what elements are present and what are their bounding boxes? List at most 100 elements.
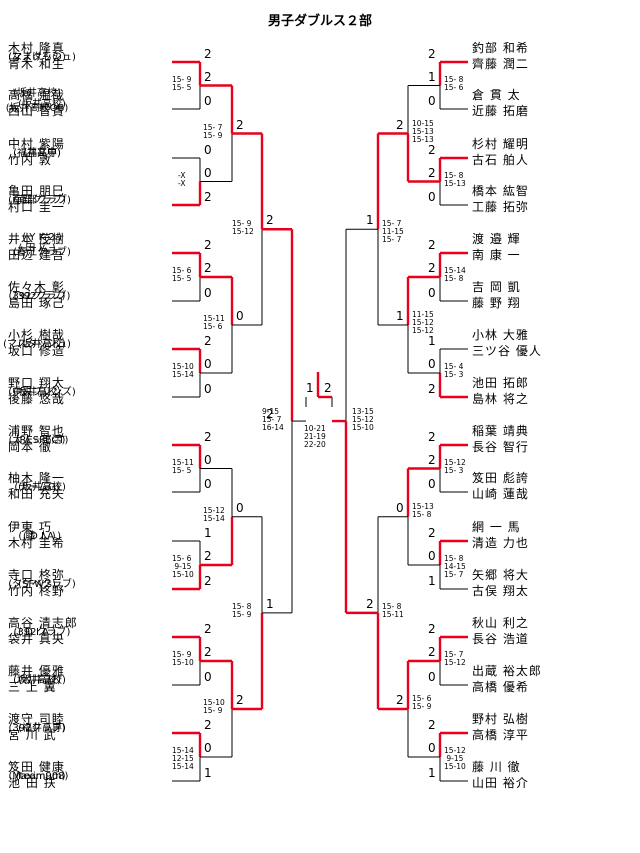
- left-team-player1: 藤井 優雅: [8, 664, 65, 678]
- score-r1: 0: [428, 94, 436, 108]
- left-team-player2: 竹内 柊野: [8, 584, 65, 598]
- right-team-player2: 山田 裕介: [472, 776, 529, 790]
- left-team-player2: 青木 和生: [8, 57, 65, 71]
- left-team-club: (SFW's): [18, 579, 56, 590]
- game-score-r3: 15- 7 11-15 15- 7: [382, 218, 404, 244]
- score-r2: 0: [428, 357, 436, 371]
- game-score-l1: 15-14 12-15 15-14: [172, 746, 194, 771]
- right-team-player1: 網 一 馬: [472, 520, 521, 534]
- right-team-player2: 長谷 浩道: [472, 632, 529, 646]
- left-team-player2: 池 田 扶: [8, 776, 57, 790]
- right-team-player2: 古石 舶人: [472, 153, 529, 167]
- game-score-r1: 15-14 15- 8: [444, 266, 466, 283]
- score-r1: 1: [204, 766, 212, 780]
- score-r2: 0: [204, 357, 212, 371]
- left-team-player2: 三 上 翼: [8, 680, 57, 694]
- score-r1: 0: [428, 477, 436, 491]
- left-team-club: (坂井高校): [13, 675, 61, 686]
- left-team-player2: 村口 圭一: [8, 200, 65, 214]
- final-score-right: 2: [324, 381, 332, 395]
- game-score-l1: 15- 9 15-10: [172, 650, 194, 667]
- game-score-r2: 15-13 15- 8: [412, 502, 434, 519]
- left-team-player1: 小杉 樹哉: [8, 328, 65, 342]
- game-score-r2: 11-15 15-12 15-12: [412, 310, 434, 335]
- right-team-club2: (春江クラブ): [13, 247, 71, 258]
- score-r1: 2: [204, 622, 212, 636]
- left-team-club: ( 田 広 ): [18, 243, 56, 254]
- left-team-club: (福井高専): [13, 148, 61, 159]
- game-score-walkover: -X -X: [178, 170, 186, 188]
- score-r1: 2: [204, 238, 212, 252]
- right-team-player1: 藤 川 徹: [472, 760, 521, 774]
- right-team-player1: 小林 大雅: [472, 328, 529, 342]
- right-team-player1: 渡 邉 輝: [472, 232, 521, 246]
- left-team-club: (Maximum): [8, 771, 66, 782]
- score-r2: 2: [204, 549, 212, 563]
- score-r2: 2: [428, 165, 436, 180]
- score-r3: 1: [396, 309, 404, 323]
- left-team-player1: 渡守 司睦: [8, 712, 65, 726]
- right-team-player2: 山崎 蓮哉: [472, 487, 529, 501]
- left-team-player2: 竹内 敦: [8, 153, 52, 167]
- right-team-player1: 秋山 利之: [472, 616, 529, 630]
- left-team-player2: 袋井 真央: [8, 632, 65, 646]
- score-r2: 0: [204, 165, 212, 180]
- score-r1: 0: [428, 286, 436, 300]
- score-r4: 1: [266, 596, 274, 611]
- score-r2: 2: [428, 452, 436, 467]
- left-team-club: (392クラブ): [8, 723, 66, 734]
- right-team-player1: 杉村 耀明: [472, 137, 529, 151]
- score-r1: 2: [428, 430, 436, 444]
- score-r1: 2: [428, 47, 436, 61]
- right-team-club: ( D I A ): [22, 531, 61, 542]
- left-team-player1: 木村 隆真: [8, 41, 65, 55]
- score-r1: 2: [428, 143, 436, 157]
- game-score-r1: 15- 8 15-13: [444, 170, 466, 188]
- left-team-player2: 西山 智貴: [8, 104, 65, 118]
- game-score-r1: 15- 8 15- 6: [444, 74, 464, 92]
- score-r1: 2: [204, 47, 212, 61]
- right-team-player2: 藤 野 翔: [472, 296, 521, 310]
- right-team-player1: 野村 弘樹: [472, 712, 529, 726]
- right-team-club: (坂井高校): [18, 482, 66, 493]
- game-score-r1: 15-12 9-15 15-10: [444, 746, 466, 771]
- left-team-club: (マスタッシュ): [3, 339, 71, 350]
- right-team-player1: 出蔵 裕太郎: [472, 664, 542, 678]
- right-team-player2: 清造 力也: [472, 536, 529, 550]
- left-team-club: (大人☆部活): [8, 435, 66, 446]
- left-team-player1: 佐々木 彰: [8, 280, 65, 294]
- score-r2: 2: [204, 69, 212, 84]
- right-team-player2: 島林 将之: [472, 392, 529, 406]
- game-score-l2: 15-10 15- 9: [203, 698, 225, 715]
- score-r1: 0: [428, 670, 436, 684]
- left-team-club: ( D I A ): [17, 627, 56, 638]
- score-r3: 2: [396, 117, 404, 132]
- score-r4: 2: [366, 596, 374, 611]
- game-score-l1: 15-11 15- 5: [172, 457, 194, 475]
- left-team-player2: 木村 圭希: [8, 536, 65, 550]
- score-r2: 2: [428, 261, 436, 275]
- left-team-club: (なまけもの): [8, 52, 66, 63]
- game-score-r1: 15- 4 15- 3: [444, 362, 464, 379]
- game-score-r4: 13-15 15-12 15-10: [352, 407, 374, 432]
- score-r1: 0: [428, 190, 436, 204]
- right-team-club: (392クラブ): [13, 291, 71, 302]
- right-team-club: (392クラブ): [13, 627, 71, 638]
- left-team-player1: 浦野 智也: [8, 424, 65, 438]
- score-r1: 0: [204, 670, 212, 684]
- score-r1: 1: [204, 526, 212, 540]
- game-score-l4: 9-15 15- 7 16-14: [262, 407, 284, 432]
- game-score-r2: 15- 6 15- 9: [412, 694, 432, 711]
- game-score-l2: 15-11 15- 6: [203, 314, 225, 331]
- right-team-player1: 吉 岡 凱: [472, 280, 521, 294]
- right-team-player2: 南 康 一: [472, 248, 521, 262]
- game-score-r3: 15- 8 15-11: [382, 602, 404, 619]
- score-r2: 0: [204, 741, 212, 755]
- game-score-l3: 15- 9 15-12: [232, 218, 254, 236]
- right-team-club: (福井高専): [18, 723, 66, 734]
- score-r3: 2: [236, 117, 244, 132]
- game-score-l3: 15- 8 15- 9: [232, 602, 252, 619]
- left-team-player1: 井本 茂樹: [8, 232, 65, 246]
- left-team-club: (チームG): [14, 482, 60, 493]
